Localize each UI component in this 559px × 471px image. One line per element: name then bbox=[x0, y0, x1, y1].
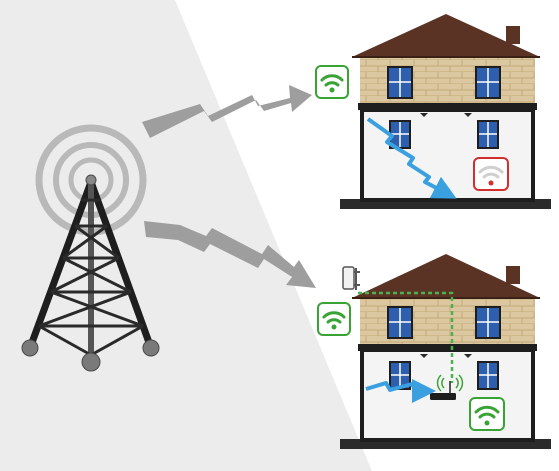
window bbox=[387, 66, 501, 149]
house-icon bbox=[340, 254, 551, 449]
booster-cable bbox=[358, 291, 454, 383]
signal-arrow-top bbox=[142, 85, 312, 138]
house-icon bbox=[340, 14, 551, 209]
window bbox=[387, 306, 501, 390]
wifi-weak-icon bbox=[473, 157, 509, 191]
wifi-strong-icon bbox=[469, 397, 505, 431]
signal-arrow-bottom bbox=[144, 221, 316, 288]
wifi-strong-icon bbox=[317, 302, 351, 336]
signal-booster-icon bbox=[430, 374, 464, 400]
wifi-strong-icon bbox=[315, 65, 349, 99]
boosted-signal-path bbox=[365, 379, 436, 403]
external-antenna-icon bbox=[342, 266, 360, 290]
cell-tower-icon bbox=[21, 124, 160, 372]
indoor-signal-path bbox=[366, 117, 457, 199]
